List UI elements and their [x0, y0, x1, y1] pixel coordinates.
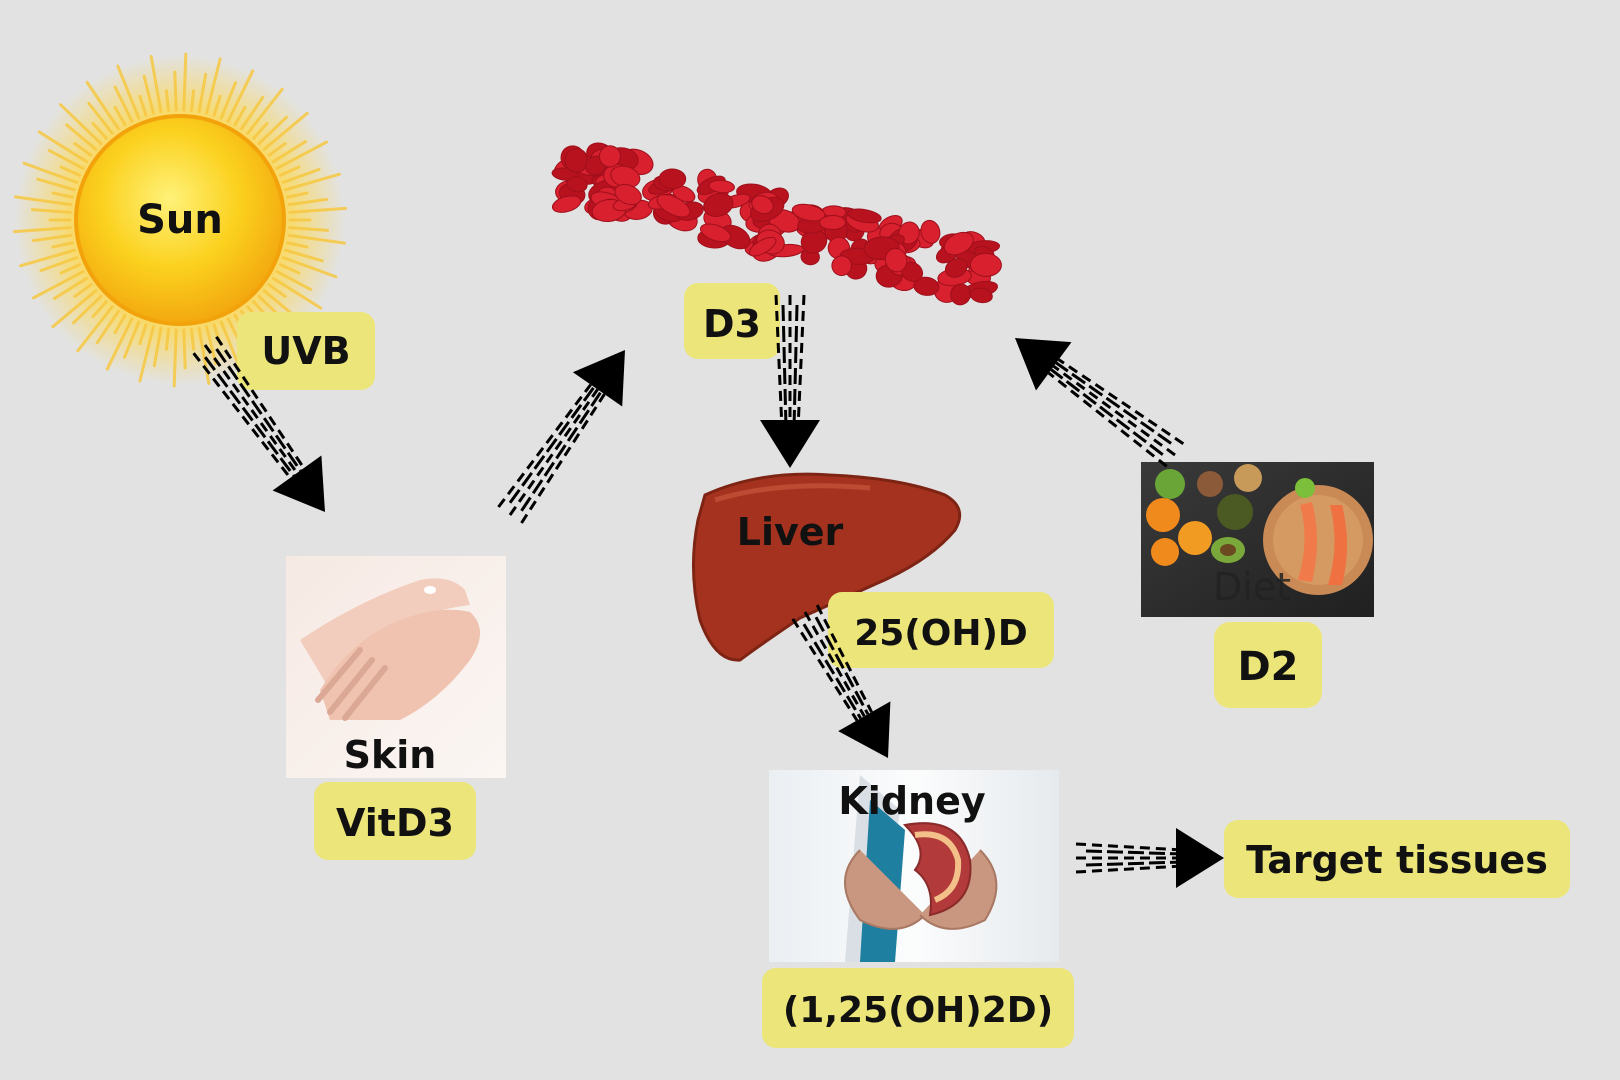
liver-icon	[691, 472, 962, 662]
diet-label: Diet	[1213, 565, 1291, 609]
diet-food-image	[1141, 462, 1374, 617]
blood-cells-icon	[551, 142, 1002, 306]
kidney-label: Kidney	[838, 779, 985, 823]
liver-label: Liver	[737, 510, 844, 554]
kidney-to-target-arrow	[1075, 828, 1224, 888]
d3-label-background	[684, 283, 780, 359]
uvb-label-background	[237, 312, 375, 390]
diet-to-blood-arrow	[1015, 338, 1185, 468]
vitd3-label: VitD3	[336, 801, 454, 845]
125oh2d-label: (1,25(OH)2D)	[783, 990, 1053, 1031]
blood-to-liver-arrow	[760, 294, 820, 468]
sun-icon	[12, 52, 348, 388]
vitd3-label-background	[314, 782, 476, 860]
uvb-label: UVB	[261, 329, 350, 373]
skin-to-blood-arrow	[497, 350, 625, 524]
kidney-doctor-image	[769, 770, 1059, 962]
sun-label: Sun	[137, 197, 223, 243]
target-tissues-label: Target tissues	[1246, 838, 1548, 882]
125oh2d-label-background	[762, 968, 1074, 1048]
25ohd-label: 25(OH)D	[854, 613, 1028, 654]
d2-label-background	[1214, 622, 1322, 708]
skin-label: Skin	[344, 733, 437, 777]
25ohd-label-background	[828, 592, 1054, 668]
skin-hands-image	[286, 556, 506, 778]
sun-to-skin-arrow	[192, 335, 325, 512]
liver-to-kidney-arrow	[791, 604, 891, 758]
d2-label: D2	[1237, 644, 1298, 690]
d3-label: D3	[703, 302, 761, 346]
target-tissues-label-background	[1224, 820, 1570, 898]
